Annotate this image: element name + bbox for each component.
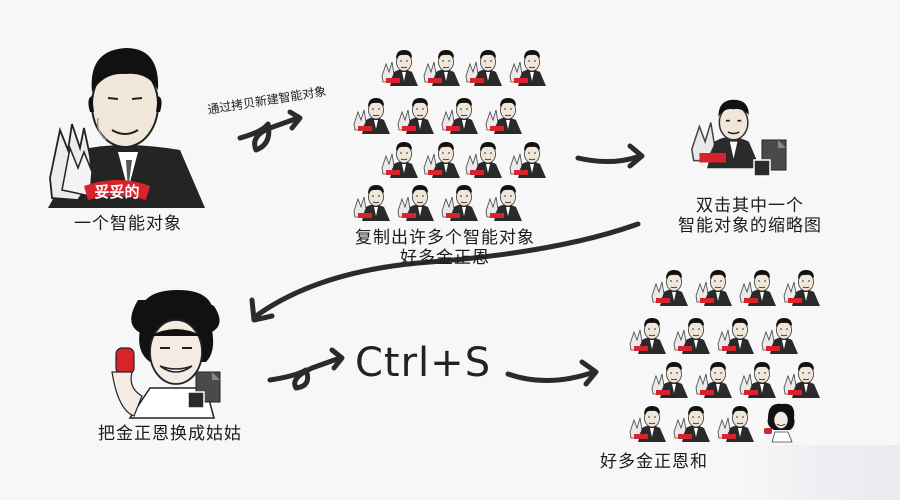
single-smart-object-image: 妥妥的: [48, 48, 205, 208]
copies-label-line1: 复制出许多个智能对象: [355, 228, 535, 248]
curved-arrow-icon: [505, 359, 599, 387]
result-label: 好多金正恩和: [600, 452, 708, 472]
sticker-caption: 妥妥的: [94, 183, 139, 201]
curved-arrow-icon: [249, 221, 641, 323]
curved-arrow-icon: [575, 143, 645, 169]
corner-fade: [740, 445, 900, 500]
curved-arrow-icon: [237, 109, 303, 153]
aunt-image: [111, 290, 221, 419]
copies-grid: [351, 47, 549, 222]
curved-arrow-icon: [267, 347, 345, 391]
result-grid: [627, 267, 823, 443]
dblclick-label-line1: 双击其中一个: [696, 196, 804, 216]
dblclick-label-line2: 智能对象的缩略图: [678, 216, 822, 236]
replace-label: 把金正恩换成姑姑: [98, 424, 242, 444]
thumbnail-with-badge: [687, 95, 787, 177]
single-object-label: 一个智能对象: [74, 214, 182, 234]
copies-label-line2: 好多金正恩: [400, 248, 490, 268]
shortcut-label: Ctrl+S: [355, 340, 492, 386]
